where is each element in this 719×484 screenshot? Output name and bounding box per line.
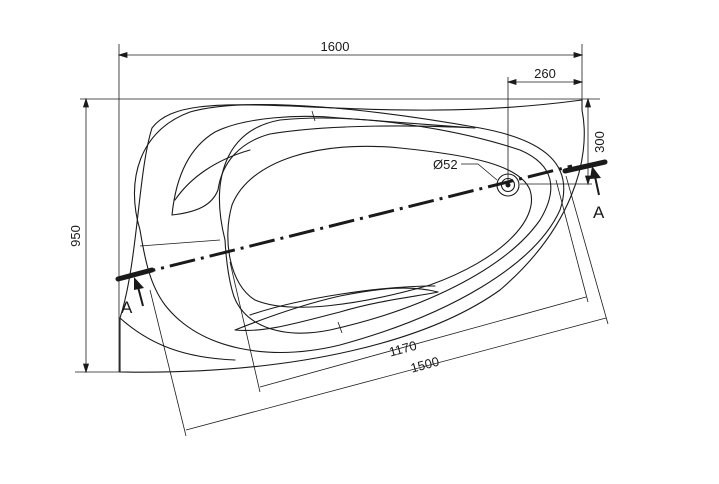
dim-drain-offset-y-label: 300 bbox=[592, 131, 607, 153]
extension-lines bbox=[75, 44, 600, 373]
section-end-right bbox=[562, 159, 608, 174]
drain-leader bbox=[461, 163, 498, 181]
backrest bbox=[171, 115, 476, 216]
basin-floor bbox=[227, 145, 532, 308]
section-arrow-left bbox=[134, 277, 144, 307]
dimension-lines bbox=[82, 51, 609, 437]
section-mark-left: A bbox=[121, 298, 133, 317]
section-end-left bbox=[115, 267, 155, 282]
bathtub-outer-rim bbox=[119, 99, 585, 373]
basin-outer-contour bbox=[133, 104, 565, 353]
dim-inner-length-label: 1170 bbox=[387, 338, 418, 360]
drain bbox=[496, 173, 520, 197]
basin-inner-contour bbox=[219, 117, 552, 334]
section-mark-right: A bbox=[593, 203, 605, 222]
dim-outer-length-label: 1500 bbox=[409, 354, 441, 376]
rim-corner bbox=[119, 317, 236, 361]
contour-ticks bbox=[139, 110, 343, 334]
dim-drain-offset-x-label: 260 bbox=[534, 66, 556, 81]
dim-drain-diameter-label: Ø52 bbox=[433, 157, 458, 172]
armrest bbox=[234, 287, 439, 332]
section-arrow-right bbox=[590, 166, 601, 196]
armrest-edge bbox=[249, 285, 436, 316]
backrest-detail bbox=[174, 149, 251, 201]
dim-overall-width-label: 1600 bbox=[321, 39, 350, 54]
dim-overall-height-label: 950 bbox=[68, 225, 83, 247]
section-line bbox=[129, 164, 573, 278]
